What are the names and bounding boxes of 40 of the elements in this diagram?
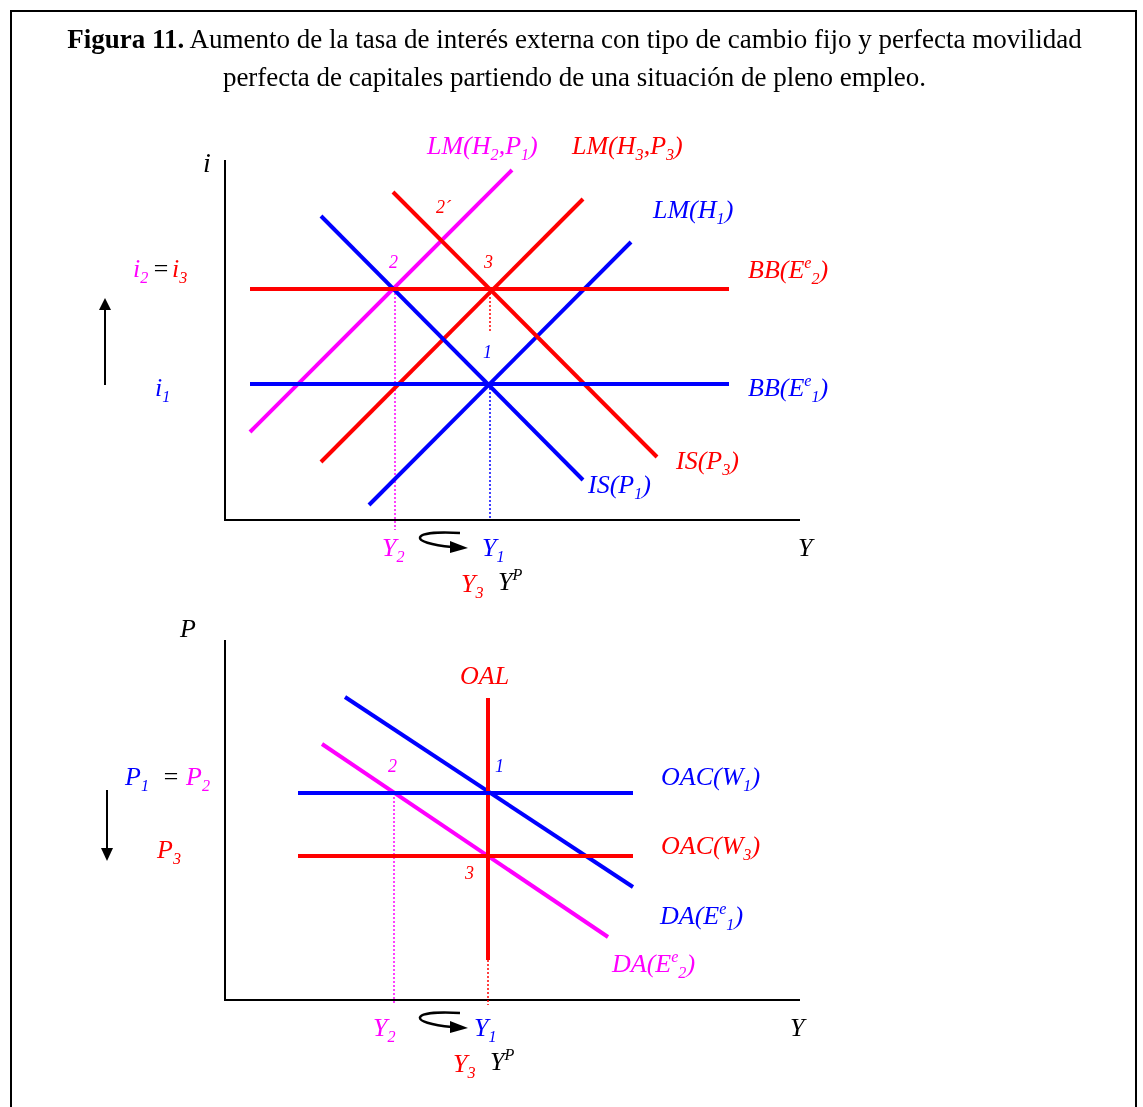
equals-sign: = — [162, 763, 180, 792]
point-label: 1 — [495, 757, 504, 777]
output-label: Y$_{3}$ — [453, 1050, 476, 1082]
rate-label: i$_{3}$ — [172, 255, 188, 287]
point-label: 2´ — [436, 198, 451, 218]
output-label: Y$_{3}$ — [461, 570, 484, 602]
axis-label: i — [203, 148, 211, 179]
curve-label: LM(H$_{2}$,P$_{1}$) — [427, 132, 538, 164]
equals-sign: = — [152, 255, 170, 284]
output-label: Y$^{P}$ — [498, 566, 523, 597]
curve-label: OAC(W$_{3}$) — [661, 832, 761, 864]
point-label: 3 — [465, 864, 474, 884]
output-label: Y$_{1}$ — [482, 534, 505, 566]
curve-label: BB(E$^{e}$$_{1}$) — [748, 372, 829, 406]
output-label: Y$^{P}$ — [490, 1046, 515, 1077]
figure-title: Figura 11. Aumento de la tasa de interés externa con tipo de cambio fijo y perfecta movilidad perfecta de capitales partiendo de una situación de pleno empleo. — [66, 23, 1083, 94]
point-label: 1 — [483, 343, 492, 363]
rate-label: i$_{2}$ — [133, 255, 149, 287]
curve-label: DA(E$^{e}$$_{1}$) — [660, 900, 744, 934]
curve-label: LM(H$_{1}$) — [653, 196, 734, 228]
point-label: 2 — [388, 757, 397, 777]
output-label: Y$_{1}$ — [474, 1014, 497, 1046]
curve-label: IS(P$_{1}$) — [588, 471, 651, 503]
point-label: 3 — [484, 253, 493, 273]
curve-label: OAC(W$_{1}$) — [661, 763, 761, 795]
curve-label: IS(P$_{3}$) — [676, 447, 739, 479]
price-label: P$_{2}$ — [186, 763, 210, 795]
curve-label: DA(E$^{e}$$_{2}$) — [612, 948, 696, 982]
output-label: Y$_{2}$ — [373, 1014, 396, 1046]
axis-label: Y — [790, 1014, 805, 1043]
price-label: P$_{1}$ — [125, 763, 149, 795]
axis-label: P — [180, 615, 196, 644]
point-label: 2 — [389, 253, 398, 273]
axis-label: Y — [798, 534, 813, 563]
curve-label: OAL — [460, 662, 510, 691]
price-label: P$_{3}$ — [157, 836, 181, 868]
curve-label: LM(H$_{3}$,P$_{3}$) — [572, 132, 683, 164]
output-label: Y$_{2}$ — [382, 534, 405, 566]
curve-label: BB(E$^{e}$$_{2}$) — [748, 254, 829, 288]
rate-label: i$_{1}$ — [155, 374, 171, 406]
